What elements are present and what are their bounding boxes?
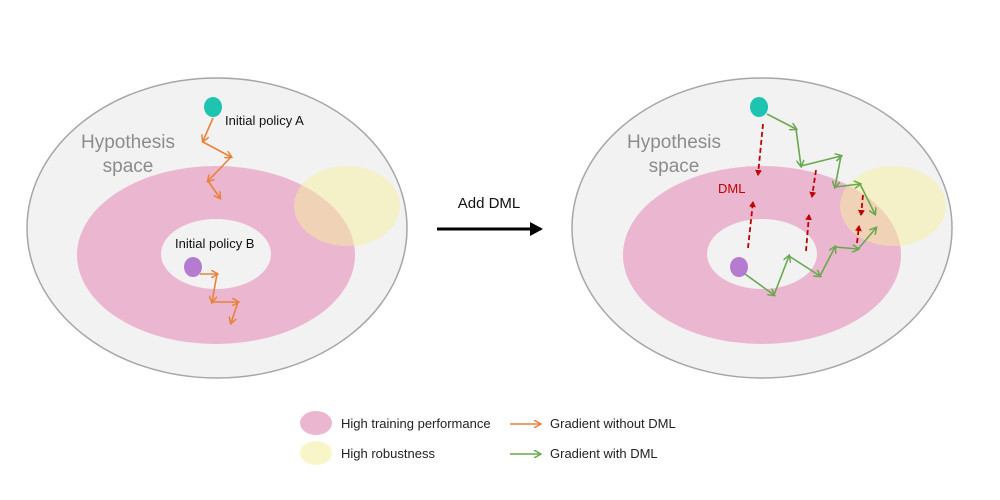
gradient-path-a-with-dml <box>766 113 875 214</box>
legend-item-gradient-without-dml: Gradient without DML <box>510 416 676 431</box>
hypothesis-space-label-2: space <box>103 156 154 177</box>
gradient-path-b-with-dml <box>744 228 876 295</box>
legend-label: High robustness <box>341 446 435 461</box>
dml-pull-arrows <box>747 123 865 252</box>
robustness-swatch-icon <box>300 441 332 465</box>
inner-low-performance-region <box>707 219 817 289</box>
legend-item-high-robustness: High robustness <box>300 441 435 465</box>
hypothesis-space-label: Hypothesis <box>81 132 175 153</box>
left-panel: Hypothesis space Initial policy A Initia… <box>26 77 408 379</box>
policy-a-dot <box>204 97 222 117</box>
high-robustness-region <box>294 166 400 246</box>
policy-b-dot <box>184 257 202 277</box>
legend-item-gradient-with-dml: Gradient with DML <box>510 446 658 461</box>
legend-label: Gradient without DML <box>550 416 676 431</box>
legend-item-high-training-performance: High training performance <box>300 411 491 435</box>
gradient-path-b <box>200 274 238 323</box>
gradient-path-a <box>203 117 231 198</box>
hypothesis-space-label: Hypothesis <box>627 132 721 153</box>
policy-b-label: Initial policy B <box>175 236 254 251</box>
dml-label: DML <box>718 181 745 196</box>
legend-label: Gradient with DML <box>550 446 658 461</box>
policy-a-dot <box>750 97 768 117</box>
policy-a-label: Initial policy A <box>225 113 304 128</box>
right-panel: Hypothesis space DML <box>571 77 953 379</box>
hypothesis-space-label-2: space <box>649 156 700 177</box>
add-dml-label: Add DML <box>458 195 521 212</box>
high-robustness-region <box>840 166 946 246</box>
legend-label: High training performance <box>341 416 491 431</box>
add-dml-transition: Add DML <box>437 195 543 236</box>
legend: High training performance High robustnes… <box>300 411 676 465</box>
performance-swatch-icon <box>300 411 332 435</box>
policy-b-dot <box>730 257 748 277</box>
